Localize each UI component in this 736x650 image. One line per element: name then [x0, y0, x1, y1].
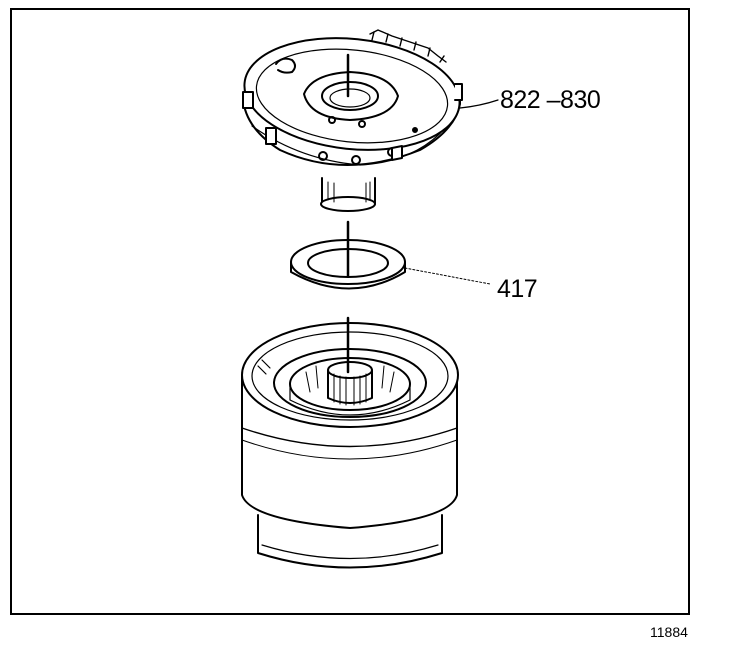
figure-number: 11884: [650, 624, 688, 640]
leader-line-top: [459, 99, 499, 109]
top-assembly-drawing: [242, 29, 463, 212]
drum-assembly-drawing: [241, 316, 459, 569]
callout-label-822-830: 822 –830: [500, 86, 601, 114]
leader-line-mid: [404, 267, 491, 285]
thrust-washer-drawing: [290, 220, 406, 290]
callout-label-417: 417: [497, 275, 538, 303]
figure-frame: [10, 8, 690, 615]
